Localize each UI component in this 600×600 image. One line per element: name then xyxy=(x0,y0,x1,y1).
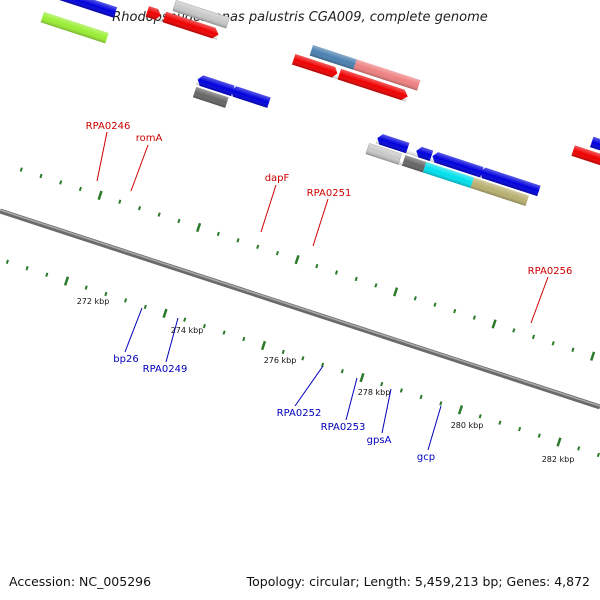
tick-label-276: 276 kbp xyxy=(264,356,297,365)
tick-mark xyxy=(19,167,23,172)
tick-mark xyxy=(498,420,502,425)
label-gpsa: gpsA xyxy=(367,435,392,446)
tick-mark xyxy=(472,315,476,320)
tick-mark xyxy=(260,340,267,351)
tick-mark xyxy=(433,302,437,307)
tick-mark xyxy=(124,298,128,303)
tick-label-282: 282 kbp xyxy=(542,455,575,464)
tick-mark xyxy=(256,244,260,250)
tick-mark xyxy=(118,199,122,204)
tick-label-272: 272 kbp xyxy=(77,297,110,306)
accession-text: Accession: NC_005296 xyxy=(9,574,152,589)
tick-mark xyxy=(222,330,226,335)
tick-mark xyxy=(531,334,536,340)
tick-mark xyxy=(59,180,63,185)
tick-mark xyxy=(453,308,457,314)
tick-mark xyxy=(399,388,403,393)
tick-mark xyxy=(374,283,378,288)
callout-lines xyxy=(96,131,549,451)
tick-mark xyxy=(571,347,575,352)
tick-mark xyxy=(196,222,202,233)
genome-backbone xyxy=(0,208,600,410)
label-bp26: bp26 xyxy=(113,354,138,365)
tick-label-274: 274 kbp xyxy=(171,326,204,335)
label-rpa0249: RPA0249 xyxy=(143,364,188,375)
tick-mark xyxy=(97,190,103,200)
tick-mark xyxy=(157,212,161,217)
tick-mark xyxy=(380,381,384,387)
label-dapf: dapF xyxy=(265,173,290,184)
tick-mark xyxy=(275,250,279,256)
tick-mark xyxy=(45,272,49,277)
label-roma: romA xyxy=(136,133,163,144)
tick-mark xyxy=(596,452,600,458)
tick-mark xyxy=(84,285,88,290)
tick-mark xyxy=(512,328,516,333)
tick-mark xyxy=(537,433,541,438)
label-rpa0246: RPA0246 xyxy=(86,121,131,132)
tick-mark xyxy=(413,296,417,301)
tick-mark xyxy=(63,276,70,286)
tick-mark xyxy=(137,205,142,211)
label-rpa0251: RPA0251 xyxy=(307,188,352,199)
tick-mark xyxy=(162,308,168,318)
tick-mark xyxy=(183,317,187,322)
tick-mark xyxy=(242,336,246,342)
tick-mark xyxy=(177,218,181,224)
tick-mark xyxy=(359,373,365,383)
tick-mark xyxy=(491,319,497,329)
tick-mark xyxy=(393,287,399,297)
tick-mark xyxy=(301,356,305,361)
label-gcp: gcp xyxy=(417,452,435,463)
gene-track xyxy=(40,0,600,207)
tick-mark xyxy=(321,362,325,368)
tick-mark xyxy=(577,446,581,451)
tick-mark xyxy=(202,323,206,329)
label-rpa0253: RPA0253 xyxy=(321,422,366,433)
genome-stats-text: Topology: circular; Length: 5,459,213 bp… xyxy=(246,574,590,589)
tick-marks xyxy=(5,167,600,458)
tick-mark xyxy=(556,437,562,447)
tick-mark xyxy=(419,394,423,400)
tick-mark xyxy=(315,263,319,269)
tick-mark xyxy=(104,291,108,297)
tick-mark xyxy=(478,414,482,419)
tick-mark xyxy=(518,426,522,432)
tick-mark xyxy=(334,270,339,275)
tick-label-278: 278 kbp xyxy=(358,388,391,397)
tick-mark xyxy=(39,173,43,179)
tick-label-280: 280 kbp xyxy=(451,421,484,430)
tick-mark xyxy=(551,341,555,346)
tick-mark xyxy=(457,405,464,415)
tick-mark xyxy=(294,255,300,265)
tick-mark xyxy=(340,368,344,374)
tick-mark xyxy=(5,259,9,265)
tick-mark xyxy=(354,276,358,282)
label-rpa0252: RPA0252 xyxy=(277,408,322,419)
label-rpa0256: RPA0256 xyxy=(528,266,573,277)
tick-mark xyxy=(78,186,82,192)
tick-mark xyxy=(236,238,240,243)
tick-mark xyxy=(216,231,220,237)
tick-mark xyxy=(439,401,443,406)
tick-mark xyxy=(25,266,29,271)
tick-mark xyxy=(281,349,285,355)
tick-mark xyxy=(143,304,147,310)
tick-mark xyxy=(590,351,596,361)
